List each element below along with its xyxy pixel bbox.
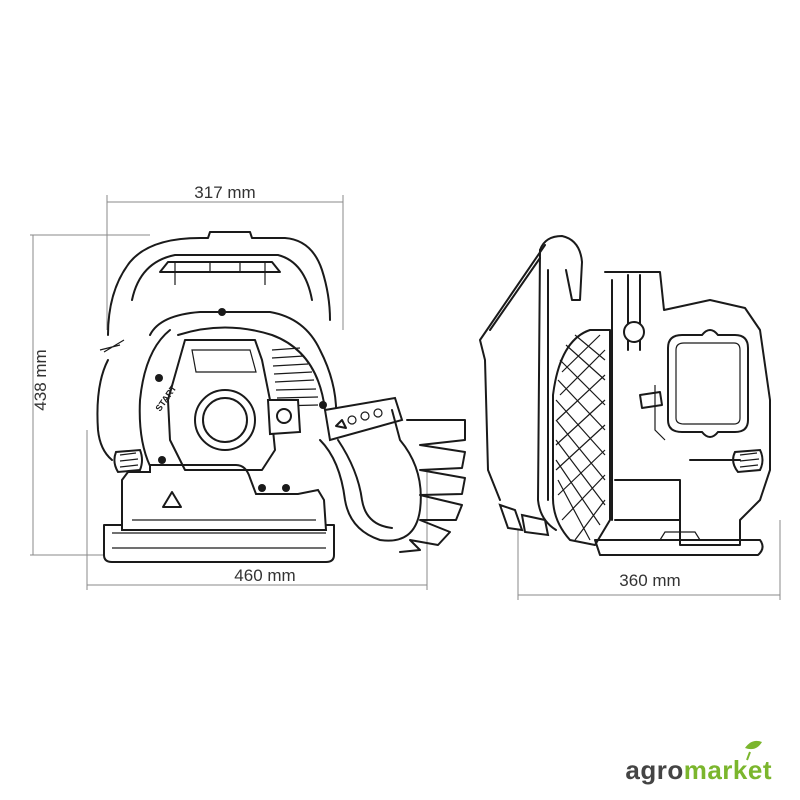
cooling-fins bbox=[271, 347, 319, 407]
fuel-cap-side bbox=[732, 448, 764, 474]
blower-tube bbox=[319, 409, 466, 553]
mesh-back-pad bbox=[551, 329, 611, 546]
brand-logo: agromarket bbox=[625, 755, 772, 786]
side-view bbox=[479, 235, 771, 556]
warning-triangle-icon bbox=[162, 491, 182, 508]
strap-buckle bbox=[498, 503, 550, 537]
dimension-width-top: 317 mm bbox=[194, 183, 255, 202]
fuel-cap bbox=[113, 448, 143, 474]
dimension-height: 438 mm bbox=[31, 349, 50, 410]
brand-part-market: market bbox=[683, 755, 772, 785]
control-panel bbox=[323, 396, 404, 442]
recoil-starter bbox=[194, 389, 256, 451]
apple-leaf-logo-icon bbox=[745, 740, 762, 761]
front-view: START bbox=[96, 231, 466, 563]
brand-part-agro: agro bbox=[625, 755, 684, 785]
dimension-depth: 360 mm bbox=[619, 571, 680, 590]
dimension-lines bbox=[30, 195, 781, 600]
start-label: START bbox=[153, 383, 178, 413]
dimension-width-bottom: 460 mm bbox=[234, 566, 295, 585]
air-filter-cover bbox=[667, 329, 749, 438]
